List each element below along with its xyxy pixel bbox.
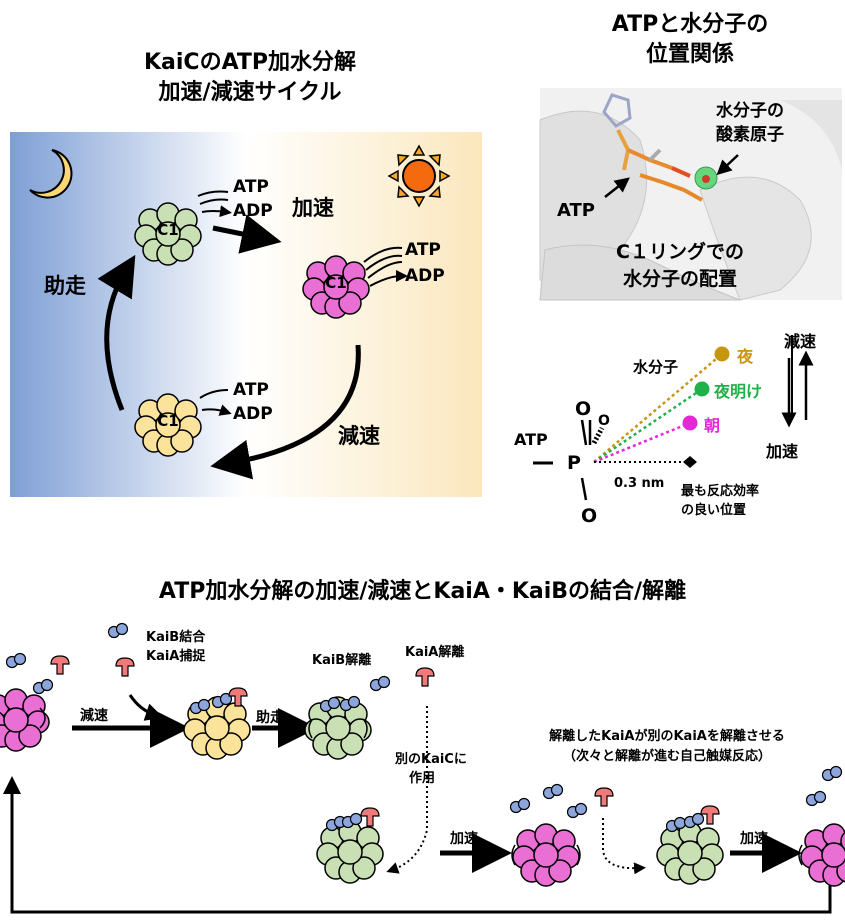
- capture-arrow: [128, 694, 164, 721]
- night-label: 夜: [737, 347, 754, 366]
- kaic-pink-middle: [512, 823, 580, 887]
- kaia-icon: [415, 667, 435, 687]
- rotation-icon: [511, 844, 516, 866]
- kaia-icon: [594, 787, 614, 807]
- green-hexamer-label: C1: [157, 221, 179, 239]
- accel-arrow: [212, 214, 282, 254]
- dawn-water-dot: [694, 381, 710, 397]
- best-position-label-2: の良い位置: [681, 503, 747, 518]
- decel-step-label: 減速: [80, 708, 108, 724]
- kaib-icon: [32, 678, 54, 695]
- oxygen-label-small: O: [598, 413, 610, 429]
- panel-b-title-2: 位置関係: [645, 42, 734, 67]
- atp-label-2: ATP: [405, 240, 441, 260]
- morning-water-dot: [682, 415, 698, 431]
- dawn-label: 夜明け: [714, 382, 763, 401]
- kaib-icon: [821, 765, 843, 782]
- autocatalysis-arrow: [602, 818, 646, 875]
- kaic-green-right: [656, 821, 724, 885]
- yellow-hexamer-label: C1: [157, 412, 179, 430]
- kaib-bind-label: KaiB結合: [146, 630, 206, 645]
- other-kaic-label-2: 作用: [409, 771, 436, 786]
- kaib-icon: [542, 783, 564, 800]
- caption-line-2: 水分子の配置: [622, 268, 737, 290]
- water-oxygen-label-2: 酸素原子: [716, 125, 784, 145]
- kaia-icon: [50, 655, 70, 675]
- phosphate-diagram: [533, 346, 730, 501]
- cycle-return-arrow: [3, 776, 832, 914]
- rotation-icon: [308, 719, 313, 739]
- moon-icon: [29, 149, 73, 199]
- kaib-release-label: KaiB解離: [312, 653, 372, 668]
- panel-b-title-1: ATPと水分子の: [611, 12, 769, 37]
- kaib-icon: [566, 802, 588, 819]
- kaib-icon: [5, 652, 27, 669]
- accel-direction-label: 加速: [766, 442, 799, 461]
- kaib-icon: [509, 797, 531, 814]
- water-oxygen-label-1: 水分子の: [716, 101, 784, 121]
- panel-d-title: ATP加水分解の加速/減速とKaiA・KaiBの結合/解離: [158, 579, 687, 604]
- night-water-dot: [714, 346, 730, 362]
- pink-hexamer-label: C1: [325, 274, 347, 292]
- kaic-pink-right: [800, 823, 845, 887]
- kaib-icon: [805, 790, 827, 807]
- kaia-icon: [115, 657, 135, 677]
- rotation-icon: [576, 844, 581, 866]
- best-position-label-1: 最も反応効率: [681, 484, 760, 499]
- other-kaic-label-1: 別のKaiCに: [395, 752, 467, 767]
- phosphorus-label: P: [567, 452, 581, 474]
- atp-exchange-arcs: [197, 190, 408, 416]
- kaia-icon: [700, 805, 720, 825]
- oxygen-label-top: O: [575, 398, 592, 420]
- rotation-icon: [39, 707, 46, 729]
- kaia-icon: [360, 807, 380, 827]
- accel-step-label-2: 加速: [740, 831, 768, 847]
- optimal-position-marker: [683, 456, 697, 468]
- idle-arrow: [97, 254, 136, 411]
- oxygen-pointer-arrow: [716, 154, 739, 176]
- idle-step-label: 助走: [256, 710, 284, 726]
- kaic-pink-left: [0, 688, 50, 752]
- accel-label: 加速: [292, 196, 334, 220]
- idle-label: 助走: [44, 274, 86, 298]
- water-label: 水分子: [633, 358, 679, 376]
- accel-step-label-1: 加速: [450, 831, 478, 847]
- decel-label: 減速: [338, 424, 380, 448]
- oxygen-label-bottom: O: [581, 505, 598, 527]
- distance-label: 0.3 nm: [614, 476, 665, 491]
- kaic-green-kaia-bound: [316, 820, 384, 884]
- morning-label: 朝: [704, 416, 721, 435]
- kaib-icon: [369, 675, 391, 692]
- panel-a-title-2: 加速/減速サイクル: [158, 80, 342, 105]
- atp-label-1: ATP: [233, 177, 269, 197]
- catalysis-label-1: 解離したKaiAが別のKaiAを解離させる: [549, 729, 785, 744]
- kaib-icon: [683, 812, 705, 829]
- caption-line-1: C１リングでの: [616, 241, 744, 263]
- atp-label-3: ATP: [233, 380, 269, 400]
- atp-water-structure-image: [539, 88, 842, 301]
- kaia-capture-label: KaiA捕捉: [146, 649, 206, 664]
- structure-atp-label: ATP: [557, 200, 596, 221]
- adp-label-3: ADP: [233, 404, 273, 424]
- kaia-release-label: KaiA解離: [405, 645, 465, 660]
- phosphate-atp-label: ATP: [514, 430, 548, 449]
- kaib-icon: [107, 622, 129, 639]
- adp-label-2: ADP: [405, 266, 445, 286]
- atp-pointer-arrow: [604, 177, 630, 198]
- rotation-icon: [363, 719, 368, 739]
- decel-direction-label: 減速: [784, 332, 817, 351]
- catalysis-label-2: （次々と解離が進む自己触媒反応）: [562, 749, 771, 764]
- panel-a-title-1: KaiCのATP加水分解: [143, 50, 357, 75]
- rotation-icon: [798, 844, 803, 866]
- sun-icon: [387, 144, 451, 208]
- decel-arrow: [210, 344, 361, 480]
- adp-label-1: ADP: [233, 201, 273, 221]
- kaia-acts-on-other-arrow: [386, 706, 428, 874]
